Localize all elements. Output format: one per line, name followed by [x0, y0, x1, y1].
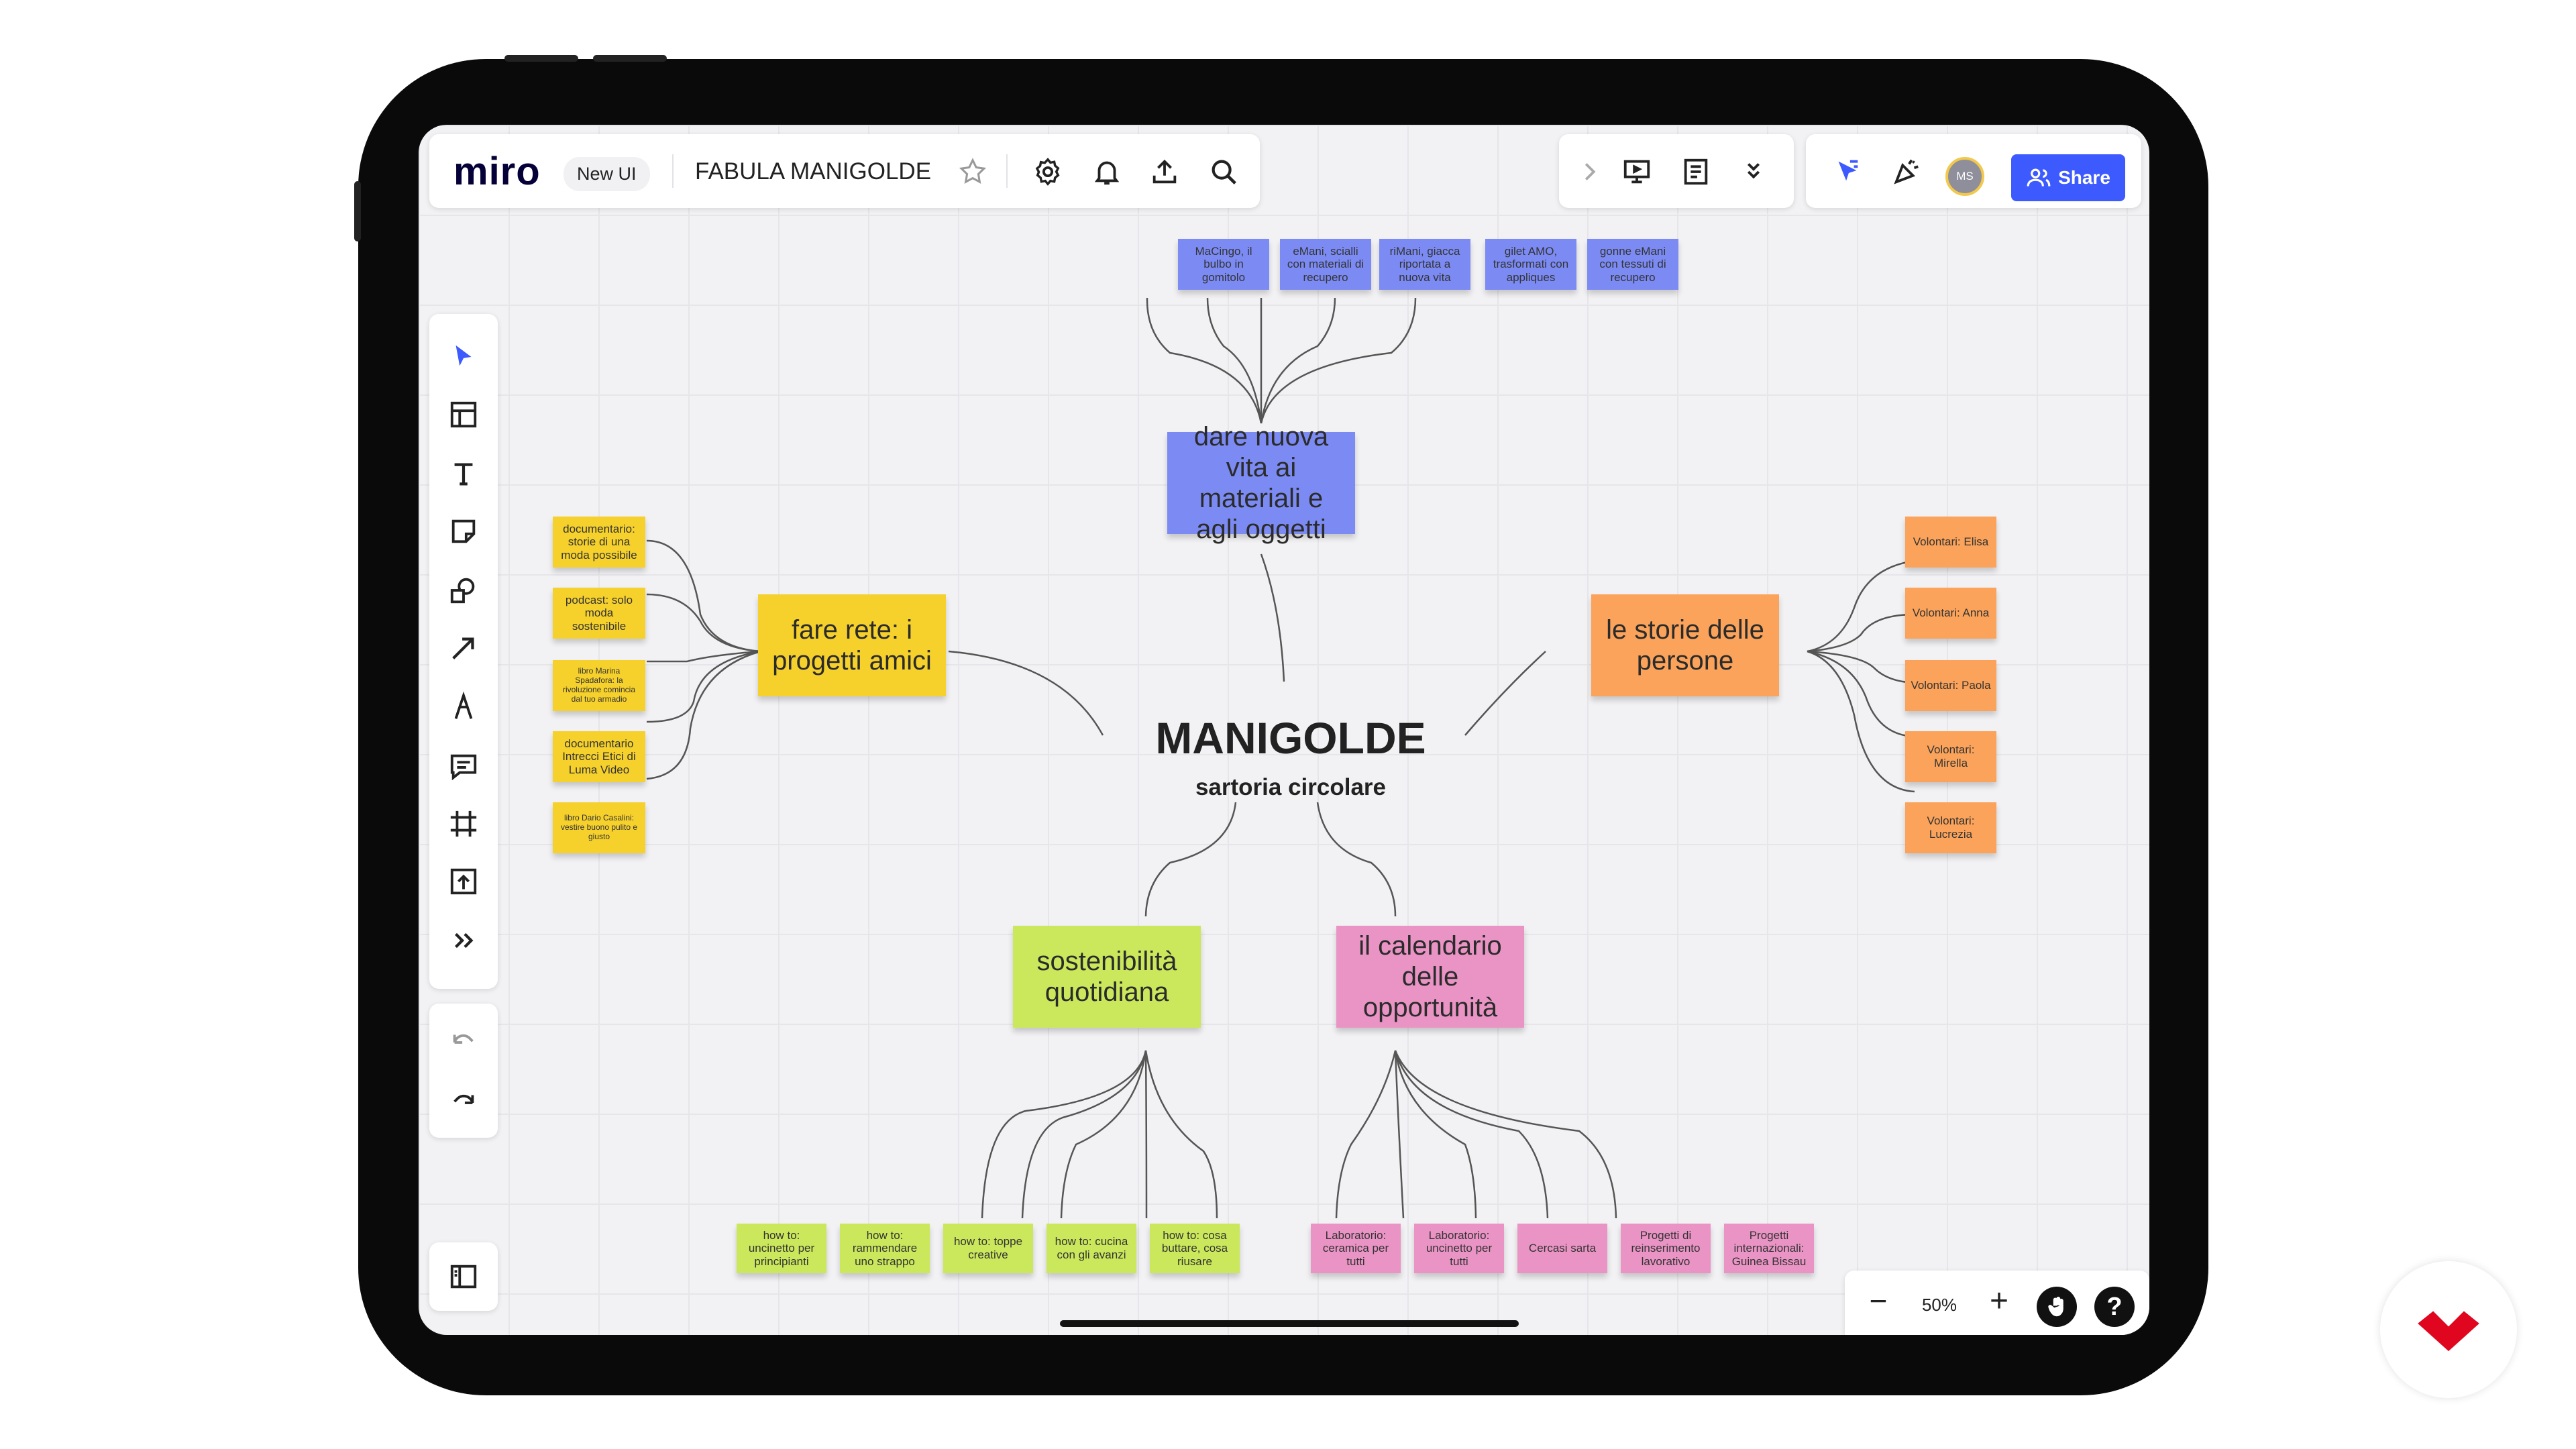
divider — [672, 154, 674, 188]
sidebar-icon — [445, 1258, 482, 1295]
left-note[interactable]: podcast: solo moda sostenibile — [553, 588, 645, 639]
volume-button-2 — [593, 55, 667, 62]
cursor-icon[interactable] — [1829, 153, 1866, 191]
collaboration-panel: MS Share — [1806, 134, 2141, 208]
avatar-initials: MS — [1956, 170, 1974, 182]
mindmap-connectors — [646, 297, 1915, 1219]
text-tool-icon[interactable] — [445, 455, 482, 492]
power-button — [354, 181, 361, 241]
bottom-left-note[interactable]: how to: cucina con gli avanzi — [1046, 1224, 1136, 1273]
bottom-right-note[interactable]: Progetti di reinserimento lavorativo — [1621, 1224, 1711, 1273]
undo-icon[interactable] — [445, 1024, 482, 1061]
notes-icon[interactable] — [1677, 153, 1715, 191]
view-tools-panel — [1559, 134, 1794, 208]
sticky-note-icon[interactable] — [445, 513, 482, 550]
bottom-right-note[interactable]: Laboratorio: uncinetto per tutti — [1414, 1224, 1504, 1273]
bottom-left-note[interactable]: how to: cosa buttare, cosa riusare — [1150, 1224, 1240, 1273]
left-note[interactable]: documentario: storie di una moda possibi… — [553, 517, 645, 568]
avatar[interactable]: MS — [1945, 157, 1984, 196]
bottom-right-note[interactable]: Cercasi sarta — [1517, 1224, 1607, 1273]
help-button[interactable]: ? — [2094, 1287, 2135, 1327]
bottom-left-note[interactable]: how to: uncinetto per principianti — [737, 1224, 826, 1273]
pen-tool-icon[interactable] — [445, 688, 482, 726]
select-tool-icon[interactable] — [445, 338, 482, 376]
bottom-right-note[interactable]: Laboratorio: ceramica per tutti — [1311, 1224, 1401, 1273]
top-note[interactable]: eMani, scialli con materiali di recupero — [1280, 239, 1371, 290]
users-icon — [2027, 168, 2051, 186]
top-note[interactable]: riMani, giacca riportata a nuova vita — [1379, 239, 1470, 290]
new-ui-badge[interactable]: New UI — [564, 157, 650, 191]
bottom-left-note[interactable]: how to: toppe creative — [943, 1224, 1033, 1273]
divider — [1006, 154, 1008, 188]
zoom-panel: − 50% + ? — [1845, 1271, 2149, 1335]
redo-icon[interactable] — [445, 1084, 482, 1122]
mindmap-root-subtitle[interactable]: sartoria circolare — [1195, 774, 1387, 800]
home-indicator — [1060, 1320, 1519, 1327]
topic-top[interactable]: dare nuova vita ai materiali e agli ogge… — [1167, 422, 1355, 544]
top-note[interactable]: MaCingo, il bulbo in gomitolo — [1178, 239, 1269, 290]
search-icon[interactable] — [1205, 153, 1242, 191]
board-title[interactable]: FABULA MANIGOLDE — [695, 158, 932, 184]
miro-app-screen: MANIGOLDE sartoria circolare dare nuova … — [419, 125, 2149, 1335]
settings-icon[interactable] — [1029, 153, 1067, 191]
miro-logo[interactable]: miro — [453, 150, 541, 193]
templates-icon[interactable] — [445, 396, 482, 433]
volume-button — [504, 55, 578, 62]
present-icon[interactable] — [1618, 153, 1656, 191]
bottom-right-note[interactable]: Progetti internazionali: Guinea Bissau — [1724, 1224, 1814, 1273]
chevron-right-icon[interactable] — [1571, 153, 1609, 191]
zoom-level[interactable]: 50% — [1921, 1295, 1957, 1315]
board-header-panel: miro New UI FABULA MANIGOLDE — [429, 134, 1260, 208]
arrow-tool-icon[interactable] — [445, 629, 482, 667]
top-note[interactable]: gilet AMO, trasformati con appliques — [1485, 239, 1576, 290]
topic-bottom-left[interactable]: sostenibilità quotidiana — [1013, 926, 1201, 1028]
zoom-in-button[interactable]: + — [1989, 1283, 2009, 1319]
right-note[interactable]: Volontari: Elisa — [1905, 517, 1996, 568]
comment-icon[interactable] — [445, 747, 482, 785]
left-note[interactable]: libro Marina Spadafora: la rivoluzione c… — [553, 660, 645, 711]
star-icon[interactable] — [954, 153, 991, 191]
right-note[interactable]: Volontari: Lucrezia — [1905, 802, 1996, 853]
upload-icon[interactable] — [1146, 153, 1183, 191]
right-note[interactable]: Volontari: Paola — [1905, 660, 1996, 711]
right-note[interactable]: Volontari: Anna — [1905, 588, 1996, 639]
shapes-icon[interactable] — [445, 572, 482, 609]
topic-left[interactable]: fare rete: i progetti amici — [758, 594, 946, 696]
topic-right[interactable]: le storie delle persone — [1591, 594, 1779, 696]
right-note[interactable]: Volontari: Mirella — [1905, 731, 1996, 782]
top-note[interactable]: gonne eMani con tessuti di recupero — [1587, 239, 1678, 290]
mindmap-root-title[interactable]: MANIGOLDE — [1155, 713, 1426, 763]
bell-icon[interactable] — [1088, 153, 1126, 191]
brand-logo-icon — [2418, 1311, 2479, 1352]
share-button[interactable]: Share — [2011, 154, 2125, 201]
more-tools-icon[interactable] — [445, 922, 482, 959]
hand-icon[interactable] — [2037, 1287, 2077, 1327]
left-toolbar — [429, 314, 498, 989]
frame-icon[interactable] — [445, 805, 482, 843]
sidebar-toggle[interactable] — [429, 1242, 498, 1311]
history-panel — [429, 1004, 498, 1138]
upload-tool-icon[interactable] — [445, 863, 482, 900]
bottom-left-note[interactable]: how to: rammendare uno strappo — [840, 1224, 930, 1273]
brand-badge — [2380, 1261, 2517, 1398]
share-label: Share — [2058, 167, 2110, 188]
celebrate-icon[interactable] — [1888, 153, 1925, 191]
left-note[interactable]: libro Dario Casalini: vestire buono puli… — [553, 802, 645, 853]
zoom-out-button[interactable]: − — [1869, 1283, 1888, 1318]
topic-bottom-right[interactable]: il calendario delle opportunità — [1336, 926, 1524, 1028]
left-note[interactable]: documentario Intrecci Etici di Luma Vide… — [553, 731, 645, 782]
chevrons-down-icon[interactable] — [1735, 153, 1772, 191]
